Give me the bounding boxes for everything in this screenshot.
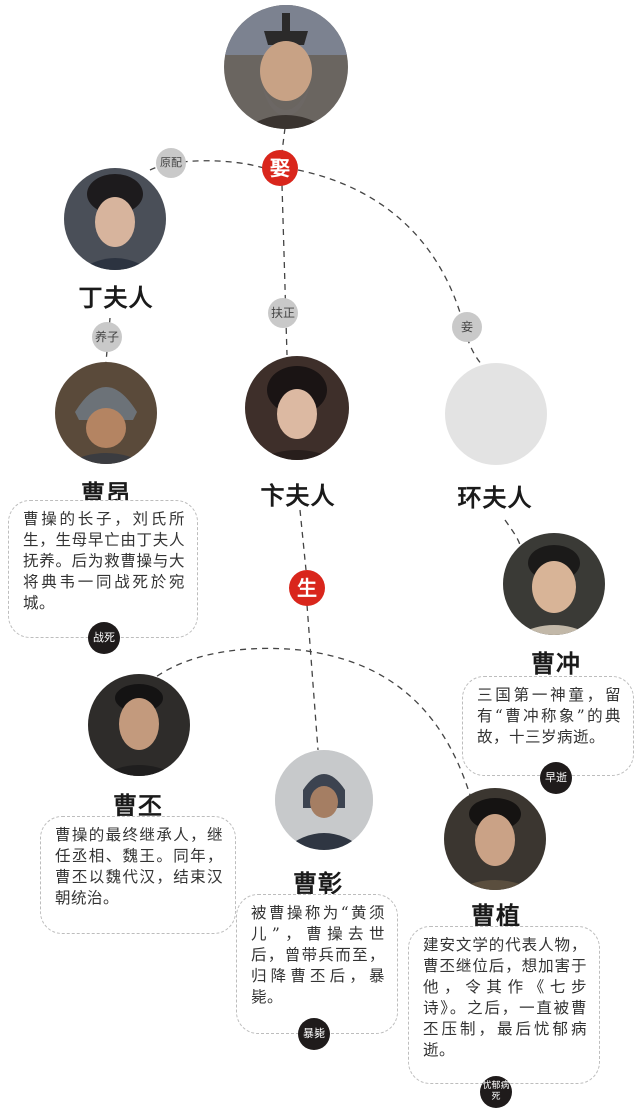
line-marry-to-ding <box>149 160 265 171</box>
cao-zhi-portrait <box>444 788 546 890</box>
cao-pi-portrait <box>88 674 190 776</box>
name-bian: 卞夫人 <box>260 482 336 510</box>
bio-cao-zhang: 被曹操称为“黄须儿”，曹操去世后，曾带兵而至，归降曹丕后，暴毙。 <box>236 894 398 1034</box>
line-huan-to-caochong <box>504 519 521 546</box>
bio-cao-chong: 三国第一神童，留有“曹冲称象”的典故，十三岁病逝。 <box>462 676 634 776</box>
cao-chong-portrait <box>503 533 605 635</box>
huan-portrait-placeholder <box>445 363 547 465</box>
bio-cao-pi: 曹操的最终继承人，继任丞相、魏王。同年，曹丕以魏代汉，结束汉朝统治。 <box>40 816 236 934</box>
fate-cao-chong: 早逝 <box>540 762 572 794</box>
tag-adopted: 养子 <box>92 322 122 352</box>
cao-ang-portrait <box>55 362 157 464</box>
line-born-to-caozhang <box>306 604 319 751</box>
line-marry-to-bian <box>281 184 288 356</box>
fate-cao-zhang: 暴毙 <box>298 1018 330 1050</box>
fate-cao-zhi: 忧郁病死 <box>480 1076 512 1108</box>
line-bian-to-born <box>299 509 307 571</box>
cao-cao-portrait <box>224 5 348 129</box>
cao-zhang-portrait <box>275 750 373 850</box>
bio-cao-zhi: 建安文学的代表人物，曹丕继位后，想加害于他，令其作《七步诗》。之后，一直被曹丕压… <box>408 926 600 1084</box>
name-cao-pi: 曹丕 <box>113 792 163 820</box>
marry-badge: 娶 <box>262 150 298 186</box>
name-cao-zhi: 曹植 <box>471 902 521 930</box>
bio-cao-ang: 曹操的长子，刘氏所生，生母早亡由丁夫人抚养。后为救曹操与大将典韦一同战死於宛城。 <box>8 500 198 638</box>
bian-portrait <box>245 356 349 460</box>
tag-promoted: 扶正 <box>268 298 298 328</box>
line-born-to-children <box>139 647 471 796</box>
name-cao-chong: 曹冲 <box>531 650 581 678</box>
name-huan: 环夫人 <box>457 484 533 512</box>
name-cao-zhang: 曹彰 <box>293 870 343 898</box>
name-ding: 丁夫人 <box>78 284 154 312</box>
fate-cao-ang: 战死 <box>88 622 120 654</box>
ding-portrait <box>64 168 166 270</box>
born-badge: 生 <box>289 570 325 606</box>
tag-concubine: 妾 <box>452 312 482 342</box>
tag-original-wife: 原配 <box>156 148 186 178</box>
